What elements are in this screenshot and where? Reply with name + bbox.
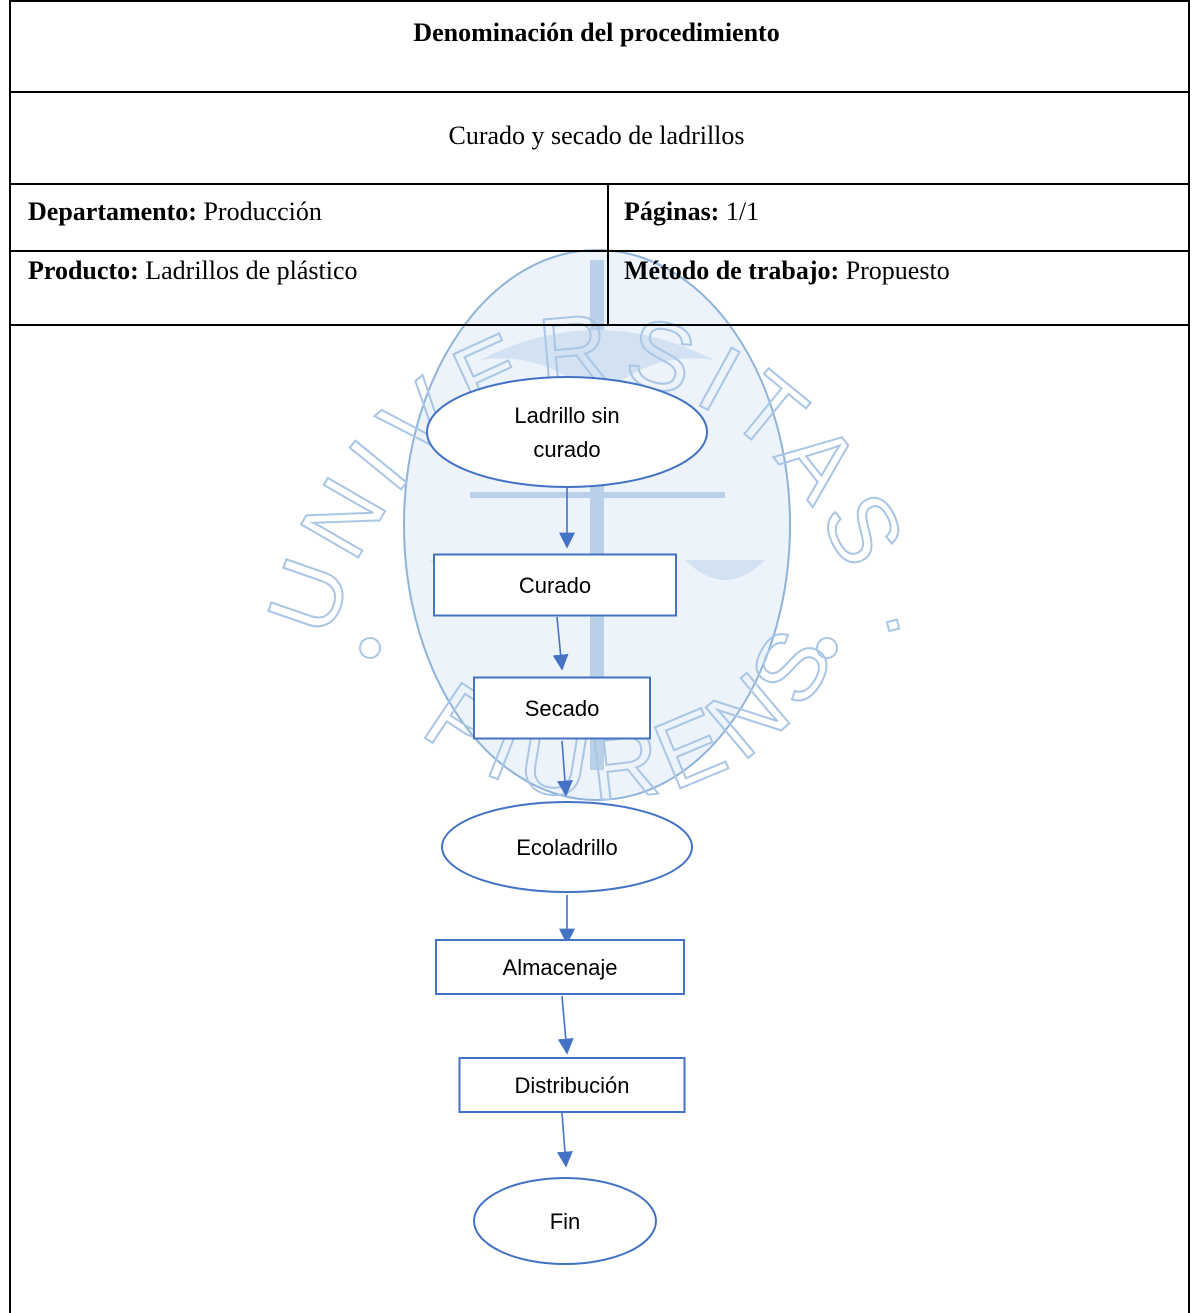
column-divider: [607, 185, 609, 326]
product-cell: Producto: Ladrillos de plástico: [28, 256, 358, 286]
flow-node-shape: [473, 676, 651, 740]
pages-label: Páginas:: [624, 197, 720, 226]
flow-node-5: Almacenaje: [435, 939, 685, 995]
procedure-name: Curado y secado de ladrillos: [448, 121, 745, 150]
flow-node-label: Ecoladrillo: [516, 835, 618, 860]
flow-node-label: curado: [533, 437, 600, 462]
department-row: [9, 185, 1190, 252]
product-value: Ladrillos de plástico: [145, 256, 358, 285]
flow-node-shape: [435, 939, 685, 995]
flow-node-label: Ladrillo sin: [514, 403, 619, 428]
flow-node-6: Distribución: [458, 1057, 686, 1113]
flow-node-shape: [426, 376, 708, 488]
product-label: Producto:: [28, 256, 139, 285]
flow-node-3: Secado: [473, 676, 651, 740]
flow-node-shape: [433, 553, 677, 617]
product-row: [9, 252, 1190, 326]
flow-node-4: Ecoladrillo: [441, 801, 693, 893]
pages-cell: Páginas: 1/1: [624, 197, 759, 227]
flow-node-label: Secado: [525, 696, 600, 721]
flow-node-label: Distribución: [515, 1073, 630, 1098]
flow-arrow-5: [557, 995, 574, 1055]
flow-node-label: Curado: [519, 573, 591, 598]
flow-node-1: Ladrillo sin curado: [426, 376, 708, 488]
flow-arrow-3: [556, 740, 573, 797]
department-label: Departamento:: [28, 197, 197, 226]
method-label: Método de trabajo:: [624, 256, 840, 285]
flow-node-shape: [441, 801, 693, 893]
pages-value: 1/1: [725, 197, 760, 226]
flow-arrow-6: [556, 1112, 573, 1168]
procedure-sheet: [9, 0, 1190, 1313]
method-value: Propuesto: [845, 256, 950, 285]
flow-node-2: Curado: [433, 553, 677, 617]
procedure-title: Denominación del procedimiento: [413, 18, 780, 47]
subtitle-row: [9, 93, 1190, 185]
flow-node-label: Fin: [550, 1209, 581, 1234]
method-cell: Método de trabajo: Propuesto: [624, 256, 950, 286]
flow-node-label: Almacenaje: [503, 955, 618, 980]
flow-arrow-2: [552, 616, 569, 671]
title-row: [9, 0, 1190, 93]
flow-node-7: Fin: [473, 1177, 657, 1265]
department-value: Producción: [203, 197, 322, 226]
flow-node-shape: [473, 1177, 657, 1265]
flow-node-shape: [458, 1057, 686, 1113]
department-cell: Departamento: Producción: [28, 197, 322, 227]
